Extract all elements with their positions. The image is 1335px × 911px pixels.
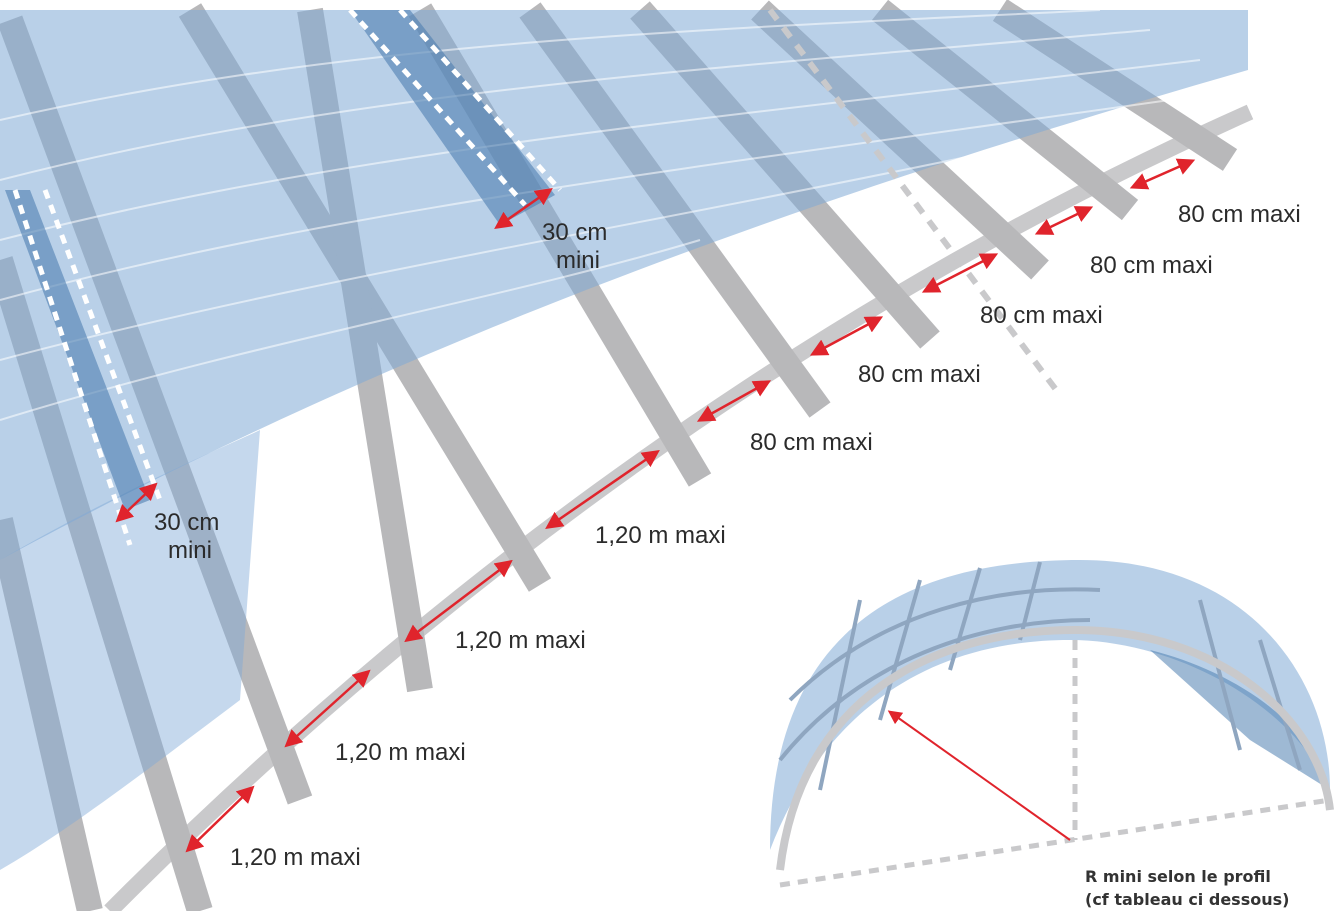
spacing-label-lower: 1,20 m maxi <box>335 739 466 766</box>
spacing-label-upper: 80 cm maxi <box>750 429 873 456</box>
spacing-label-lower: 1,20 m maxi <box>230 844 361 871</box>
arrow <box>494 187 553 230</box>
spacing-label-upper: 80 cm maxi <box>980 302 1103 329</box>
inset-caption-line1: R mini selon le profil <box>1085 867 1271 886</box>
arrow <box>1129 158 1196 190</box>
overlap-label-upper: 30 cm mini <box>542 219 614 274</box>
overlap-strip-top <box>350 10 555 225</box>
spacing-label-upper: 80 cm maxi <box>858 361 981 388</box>
arrow <box>185 785 255 853</box>
overlap-dash-top <box>348 8 527 207</box>
overlap-dash-left-2 <box>42 189 163 501</box>
spacing-label-lower: 1,20 m maxi <box>455 627 586 654</box>
overlap-label-lower: 30 cm mini <box>154 509 226 564</box>
overlap-dash-left <box>12 189 133 546</box>
inset-caption-line2: (cf tableau ci dessous) <box>1085 890 1289 909</box>
spacing-label-upper: 80 cm maxi <box>1090 252 1213 279</box>
tunnel-arch <box>776 625 1334 871</box>
spacing-arrows <box>115 158 1196 853</box>
tunnel-sheet <box>770 560 1330 850</box>
tunnel-base-dash <box>779 797 1331 888</box>
tunnel-back <box>1150 650 1330 790</box>
sheet-band-lower <box>0 430 260 870</box>
arrow <box>545 450 660 529</box>
arrow <box>404 559 513 643</box>
radius-arrow <box>887 710 1071 841</box>
arrow <box>284 669 371 748</box>
arrow <box>809 316 884 356</box>
arrow <box>921 253 999 293</box>
arrow <box>1034 206 1094 235</box>
purlin <box>0 517 103 911</box>
spacing-label-upper: 80 cm maxi <box>1178 201 1301 228</box>
inset-tunnel: R mini selon le profil (cf tableau ci de… <box>770 560 1334 909</box>
arrow <box>696 380 772 422</box>
arrow <box>115 482 158 523</box>
overlap-dash-top-2 <box>398 8 562 192</box>
tunnel-grid <box>778 561 1302 791</box>
spacing-label-lower: 1,20 m maxi <box>595 522 726 549</box>
dashed-guide <box>767 8 1063 397</box>
sheet-band <box>0 10 1248 560</box>
